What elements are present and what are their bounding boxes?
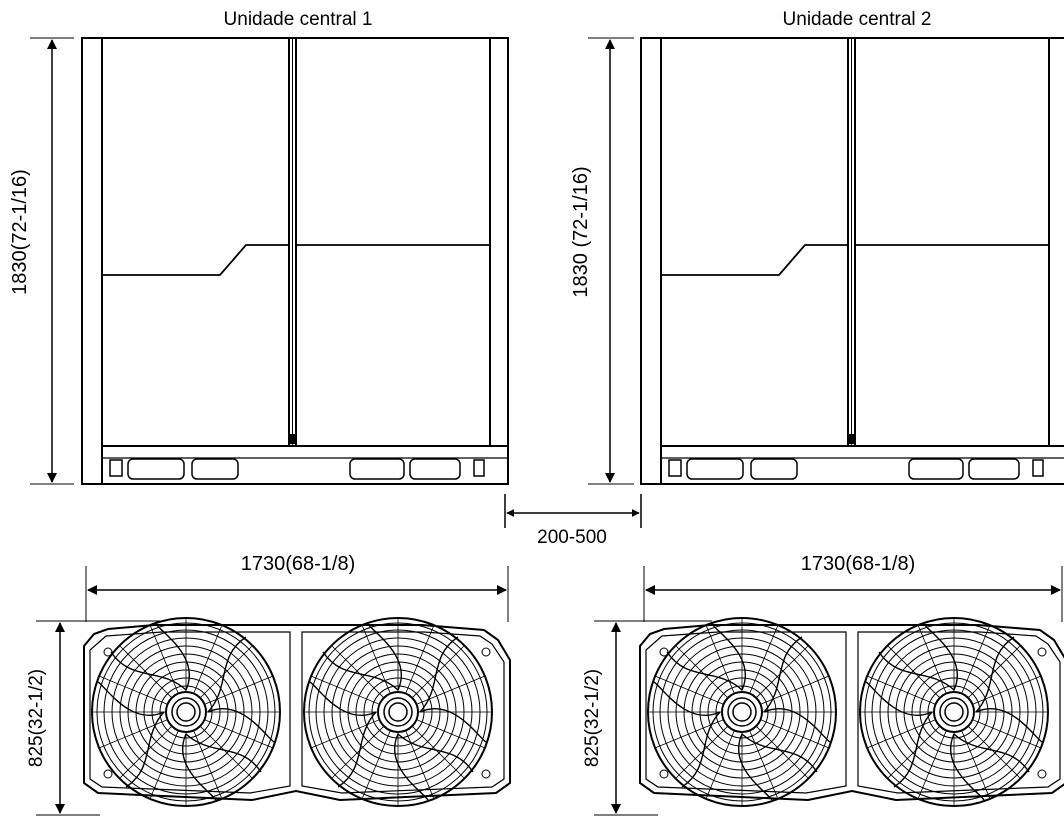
unit-2-top-view [640,618,1064,806]
unit-2-depth-label: 825(32-1/2) [582,669,603,767]
unit-2-title: Unidade central 2 [783,9,932,30]
unit-2-front-view [640,37,1064,485]
unit-1-title: Unidade central 1 [224,9,373,30]
unit-1-top-view [84,618,510,806]
unit-1-width-label: 1730(68-1/8) [241,553,356,575]
unit-2-width-label: 1730(68-1/8) [801,553,916,575]
unit-1-depth-label: 825(32-1/2) [26,669,47,767]
unit-1-height-label: 1830(72-1/16) [9,169,31,295]
spacing-label: 200-500 [537,527,607,548]
unit-1-front-view [81,37,509,485]
unit-2-height-label: 1830 (72-1/16) [570,166,592,297]
